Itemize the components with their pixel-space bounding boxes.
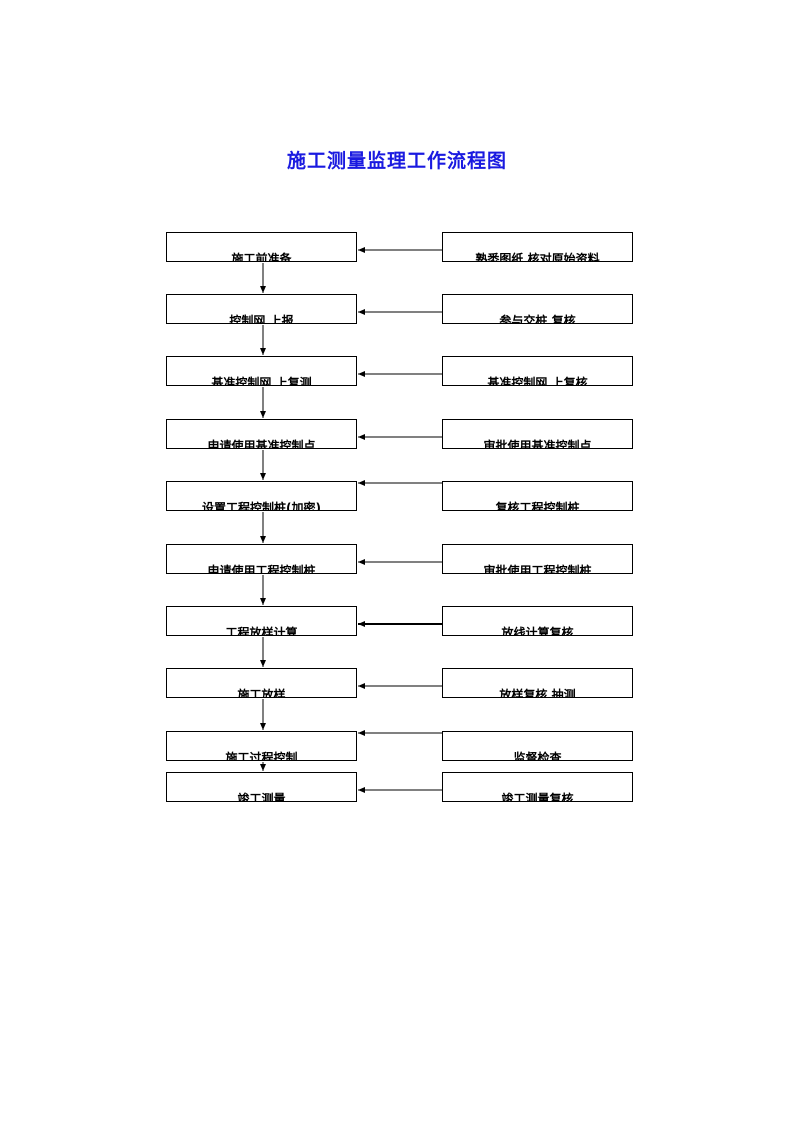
supervision-step-label: 放线计算复核 — [501, 626, 574, 636]
process-step-label: 控制网 上报 — [229, 314, 294, 324]
process-step-box: 申请使用工程控制桩 — [166, 544, 357, 574]
supervision-step-label: 基准控制网 上复核 — [487, 376, 588, 386]
process-step-box: 基准控制网 上复测 — [166, 356, 357, 386]
process-step-label: 申请使用基准控制点 — [207, 439, 316, 449]
process-step-box: 控制网 上报 — [166, 294, 357, 324]
process-step-label: 工程放样计算 — [225, 626, 298, 636]
process-step-label: 施工前准备 — [231, 252, 292, 262]
supervision-step-box: 监督检查 — [442, 731, 633, 761]
process-step-label: 竣工测量 — [237, 792, 286, 802]
supervision-step-box: 基准控制网 上复核 — [442, 356, 633, 386]
process-step-label: 施工放样 — [237, 688, 286, 698]
process-step-box: 申请使用基准控制点 — [166, 419, 357, 449]
supervision-step-label: 审批使用基准控制点 — [483, 439, 592, 449]
supervision-step-box: 竣工测量复核 — [442, 772, 633, 802]
process-step-label: 设置工程控制桩(加密) — [202, 501, 321, 511]
supervision-step-box: 审批使用工程控制桩 — [442, 544, 633, 574]
process-step-box: 施工前准备 — [166, 232, 357, 262]
process-step-box: 施工过程控制 — [166, 731, 357, 761]
supervision-step-label: 竣工测量复核 — [501, 792, 574, 802]
process-step-box: 设置工程控制桩(加密) — [166, 481, 357, 511]
process-step-label: 基准控制网 上复测 — [211, 376, 312, 386]
supervision-step-box: 放样复核 抽测 — [442, 668, 633, 698]
supervision-step-label: 复核工程控制桩 — [495, 501, 580, 511]
process-step-box: 施工放样 — [166, 668, 357, 698]
supervision-step-box: 复核工程控制桩 — [442, 481, 633, 511]
process-step-label: 申请使用工程控制桩 — [207, 564, 316, 574]
page-title: 施工测量监理工作流程图 — [286, 150, 507, 172]
process-step-box: 工程放样计算 — [166, 606, 357, 636]
supervision-step-box: 参与交桩 复核 — [442, 294, 633, 324]
process-step-label: 施工过程控制 — [225, 751, 298, 761]
supervision-step-label: 审批使用工程控制桩 — [483, 564, 592, 574]
supervision-step-label: 监督检查 — [513, 751, 562, 761]
supervision-step-label: 参与交桩 复核 — [499, 314, 576, 324]
supervision-step-box: 审批使用基准控制点 — [442, 419, 633, 449]
supervision-step-label: 放样复核 抽测 — [499, 688, 576, 698]
supervision-step-box: 放线计算复核 — [442, 606, 633, 636]
supervision-step-label: 熟悉图纸 核对原始资料 — [475, 252, 600, 262]
process-step-box: 竣工测量 — [166, 772, 357, 802]
supervision-step-box: 熟悉图纸 核对原始资料 — [442, 232, 633, 262]
